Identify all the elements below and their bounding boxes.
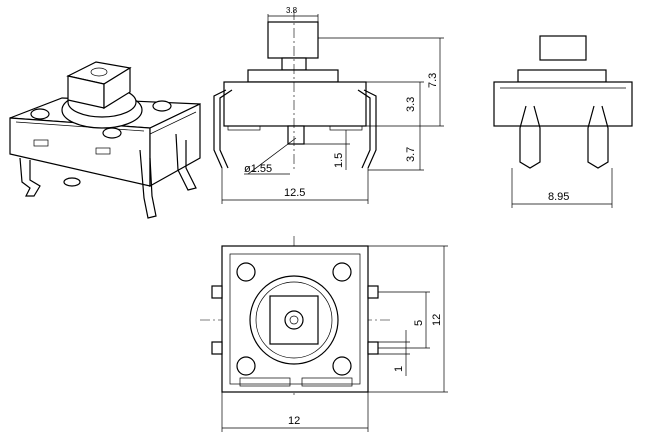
dim-body-height: 3.3 bbox=[405, 97, 417, 112]
isometric-view bbox=[9, 61, 201, 219]
dim-body-width-top: 12 bbox=[288, 415, 300, 427]
side-view: 8.95 bbox=[493, 35, 633, 208]
dim-cap-width: 3.8 bbox=[286, 6, 298, 15]
dim-pin-length: 3.7 bbox=[405, 147, 417, 162]
dim-standoff: 1.5 bbox=[333, 153, 345, 168]
dim-pin-width: 1 bbox=[393, 366, 405, 372]
top-view: 12 12 5 1 bbox=[200, 236, 448, 432]
dim-pin-diameter: ø1.55 bbox=[244, 163, 272, 175]
dim-body-height-top: 12 bbox=[431, 314, 443, 326]
dim-pin-pitch-vertical: 5 bbox=[413, 320, 425, 326]
dim-total-height: 7.3 bbox=[427, 73, 439, 88]
dim-pin-pitch-side: 8.95 bbox=[548, 191, 569, 203]
dim-pin-span: 12.5 bbox=[284, 187, 305, 199]
front-view: 3.8 7.3 3.3 3.7 1.5 ø1.55 12.5 bbox=[213, 6, 444, 204]
